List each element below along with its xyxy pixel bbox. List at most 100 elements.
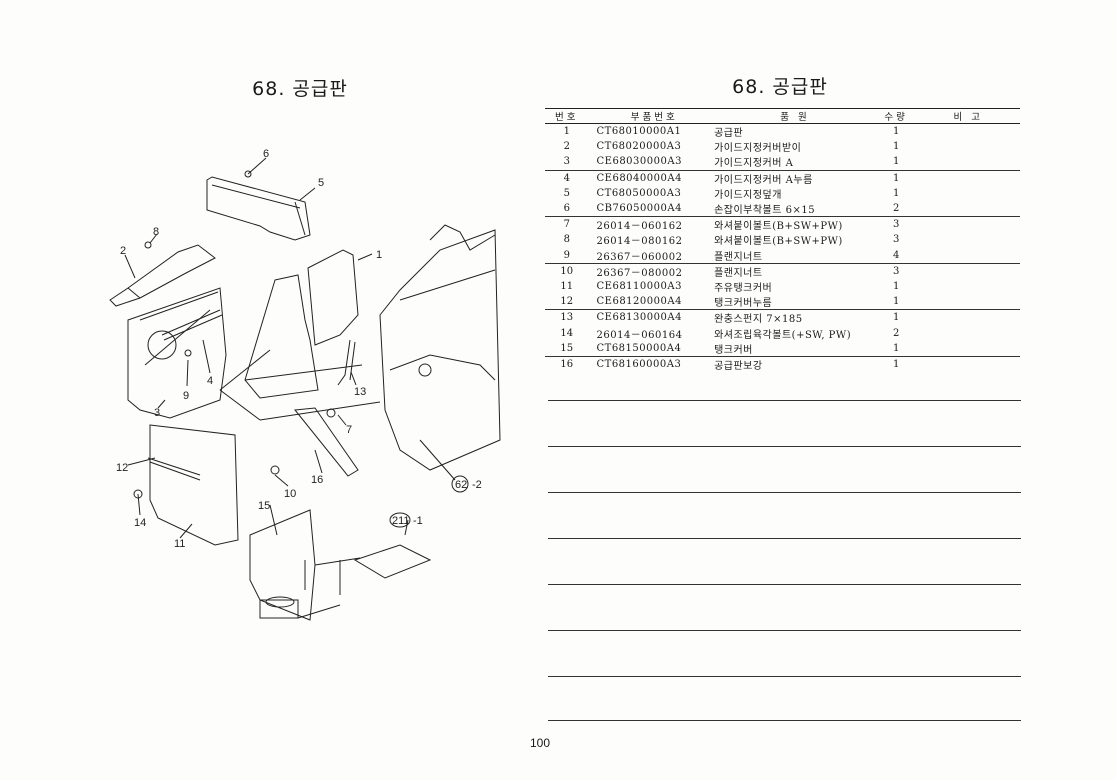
row-quantity: 1	[875, 154, 917, 171]
row-part-number: CT68160000A3	[596, 358, 682, 370]
callout-2: 2	[120, 245, 126, 257]
blank-row-line	[548, 584, 1021, 585]
row-part-name: 손잡이부착볼트 6×15	[712, 200, 876, 218]
row-part-number: CE68110000A3	[596, 280, 682, 292]
row-quantity: 4	[875, 247, 917, 264]
row-number: 14	[560, 327, 574, 339]
callout-62-suffix: -2	[472, 479, 482, 491]
header-remarks: 비 고	[916, 108, 1020, 124]
table-header-row: 번호 부품번호 품 원 수량 비 고	[545, 108, 1020, 124]
row-number: 7	[563, 219, 570, 231]
row-part-number: CT68020000A3	[596, 141, 682, 153]
cover-bracket-part	[109, 244, 216, 307]
row-number: 11	[560, 280, 574, 292]
row-part-number: CT68010000A1	[596, 126, 682, 138]
row-part-number: CE68040000A4	[596, 172, 682, 184]
callout-5: 5	[318, 177, 324, 189]
row-remarks	[916, 279, 1020, 294]
row-remarks	[916, 170, 1020, 186]
callout-13: 13	[354, 386, 366, 398]
row-part-name: 주유탱크커버	[714, 282, 773, 294]
callout-15: 15	[258, 500, 270, 512]
row-quantity: 1	[892, 358, 900, 370]
parts-list-title: 68. 공급판	[732, 76, 828, 98]
row-part-name: 와셔조립육각볼트(+SW, PW)	[714, 329, 852, 341]
callout-4: 4	[207, 375, 213, 387]
callout-62: 62	[455, 479, 467, 491]
row-quantity: 2	[875, 200, 917, 218]
row-remarks	[916, 340, 1020, 357]
row-number: 15	[545, 340, 589, 357]
table-row: 15 CT68150000A4 탱크커버 1	[545, 340, 1020, 357]
row-part-number: CE68130000A4	[596, 312, 682, 324]
machine-frame-part	[379, 229, 501, 471]
row-part-name: 와셔붙이볼트(B+SW+PW)	[714, 221, 843, 233]
row-number: 4	[563, 172, 570, 184]
row-quantity: 1	[875, 340, 917, 357]
row-quantity: 3	[892, 219, 900, 231]
callout-3: 3	[154, 407, 160, 419]
row-part-number: CT68050000A3	[596, 187, 682, 199]
row-part-name: 완충스펀지 7×185	[714, 314, 803, 326]
blank-row-line	[548, 538, 1021, 539]
table-row: 2 CT68020000A3 가이드지정커버받이 1	[545, 139, 1020, 154]
row-number: 6	[545, 200, 589, 218]
header-part-name: 품 원	[712, 108, 876, 124]
parts-table-container: 번호 부품번호 품 원 수량 비 고 1 CT68010000A1 공급판 1 …	[545, 108, 1020, 372]
table-row: 14 26014－060164 와셔조립육각볼트(+SW, PW) 2	[545, 325, 1020, 341]
table-row: 10 26367－080002 플랜지너트 3	[545, 263, 1020, 279]
row-part-name: 탱크커버누름	[712, 294, 876, 311]
row-quantity: 1	[892, 141, 900, 153]
row-part-name: 가이드지정덮개	[714, 189, 782, 201]
callout-6: 6	[263, 148, 269, 160]
diagram-title: 68. 공급판	[252, 78, 348, 100]
callout-11: 11	[174, 538, 185, 550]
row-part-number: CE68120000A4	[588, 294, 713, 311]
row-number: 9	[545, 247, 589, 264]
callout-10: 10	[284, 488, 296, 500]
row-remarks	[916, 325, 1020, 340]
header-quantity: 수량	[875, 108, 917, 124]
row-remarks	[916, 154, 1020, 171]
tank-cover-15-part	[249, 509, 316, 621]
row-quantity: 1	[892, 126, 900, 138]
row-remarks	[916, 356, 1020, 372]
guide-cover-part	[206, 176, 311, 241]
callout-8: 8	[153, 226, 159, 238]
row-part-name: 가이드지정커버 A누름	[714, 174, 813, 186]
row-quantity: 1	[875, 294, 917, 311]
guide-cover-a-part	[127, 287, 227, 419]
blank-row-line	[548, 400, 1021, 401]
row-part-name: 공급판보강	[714, 360, 763, 372]
row-number: 3	[545, 154, 589, 171]
table-row: 13 CE68130000A4 완충스펀지 7×185 1	[545, 310, 1020, 326]
table-row: 8 26014－080162 와셔붙이볼트(B+SW+PW) 3	[545, 232, 1020, 247]
row-part-number: 26014－080162	[596, 236, 683, 248]
row-remarks	[916, 124, 1020, 140]
table-row: 9 26367－060002 플랜지너트 4	[545, 247, 1020, 264]
row-quantity: 1	[892, 312, 900, 324]
callout-16: 16	[311, 474, 323, 486]
table-row: 7 26014－060162 와셔붙이볼트(B+SW+PW) 3	[545, 217, 1020, 233]
parts-table: 번호 부품번호 품 원 수량 비 고 1 CT68010000A1 공급판 1 …	[545, 108, 1020, 372]
table-row: 3 CE68030000A3 가이드지정커버 A 1	[545, 154, 1020, 171]
row-number: 12	[545, 294, 589, 311]
table-row: 4 CE68040000A4 가이드지정커버 A누름 1	[545, 170, 1020, 186]
row-number: 1	[563, 126, 570, 138]
row-remarks	[916, 139, 1020, 154]
exploded-parts-diagram: 6 5 1 8 2 9 4 3 13 7 12 10 16 62 -2 14 1…	[109, 148, 501, 621]
table-row: 12 CE68120000A4 탱크커버누름 1	[545, 294, 1020, 311]
row-remarks	[916, 200, 1020, 218]
row-part-name: 와셔붙이볼트(B+SW+PW)	[714, 236, 843, 248]
supply-plate-part	[244, 274, 319, 399]
row-part-number: CE68030000A3	[588, 154, 713, 171]
row-part-number: 26367－060002	[588, 247, 713, 264]
row-remarks	[916, 186, 1020, 201]
callout-1: 1	[376, 249, 382, 261]
callout-14: 14	[134, 517, 146, 529]
page-number: 100	[529, 736, 551, 750]
row-part-name: 탱크커버	[712, 340, 876, 357]
table-row: 16 CT68160000A3 공급판보강 1	[545, 356, 1020, 372]
row-part-name: 가이드지정커버받이	[714, 143, 802, 155]
